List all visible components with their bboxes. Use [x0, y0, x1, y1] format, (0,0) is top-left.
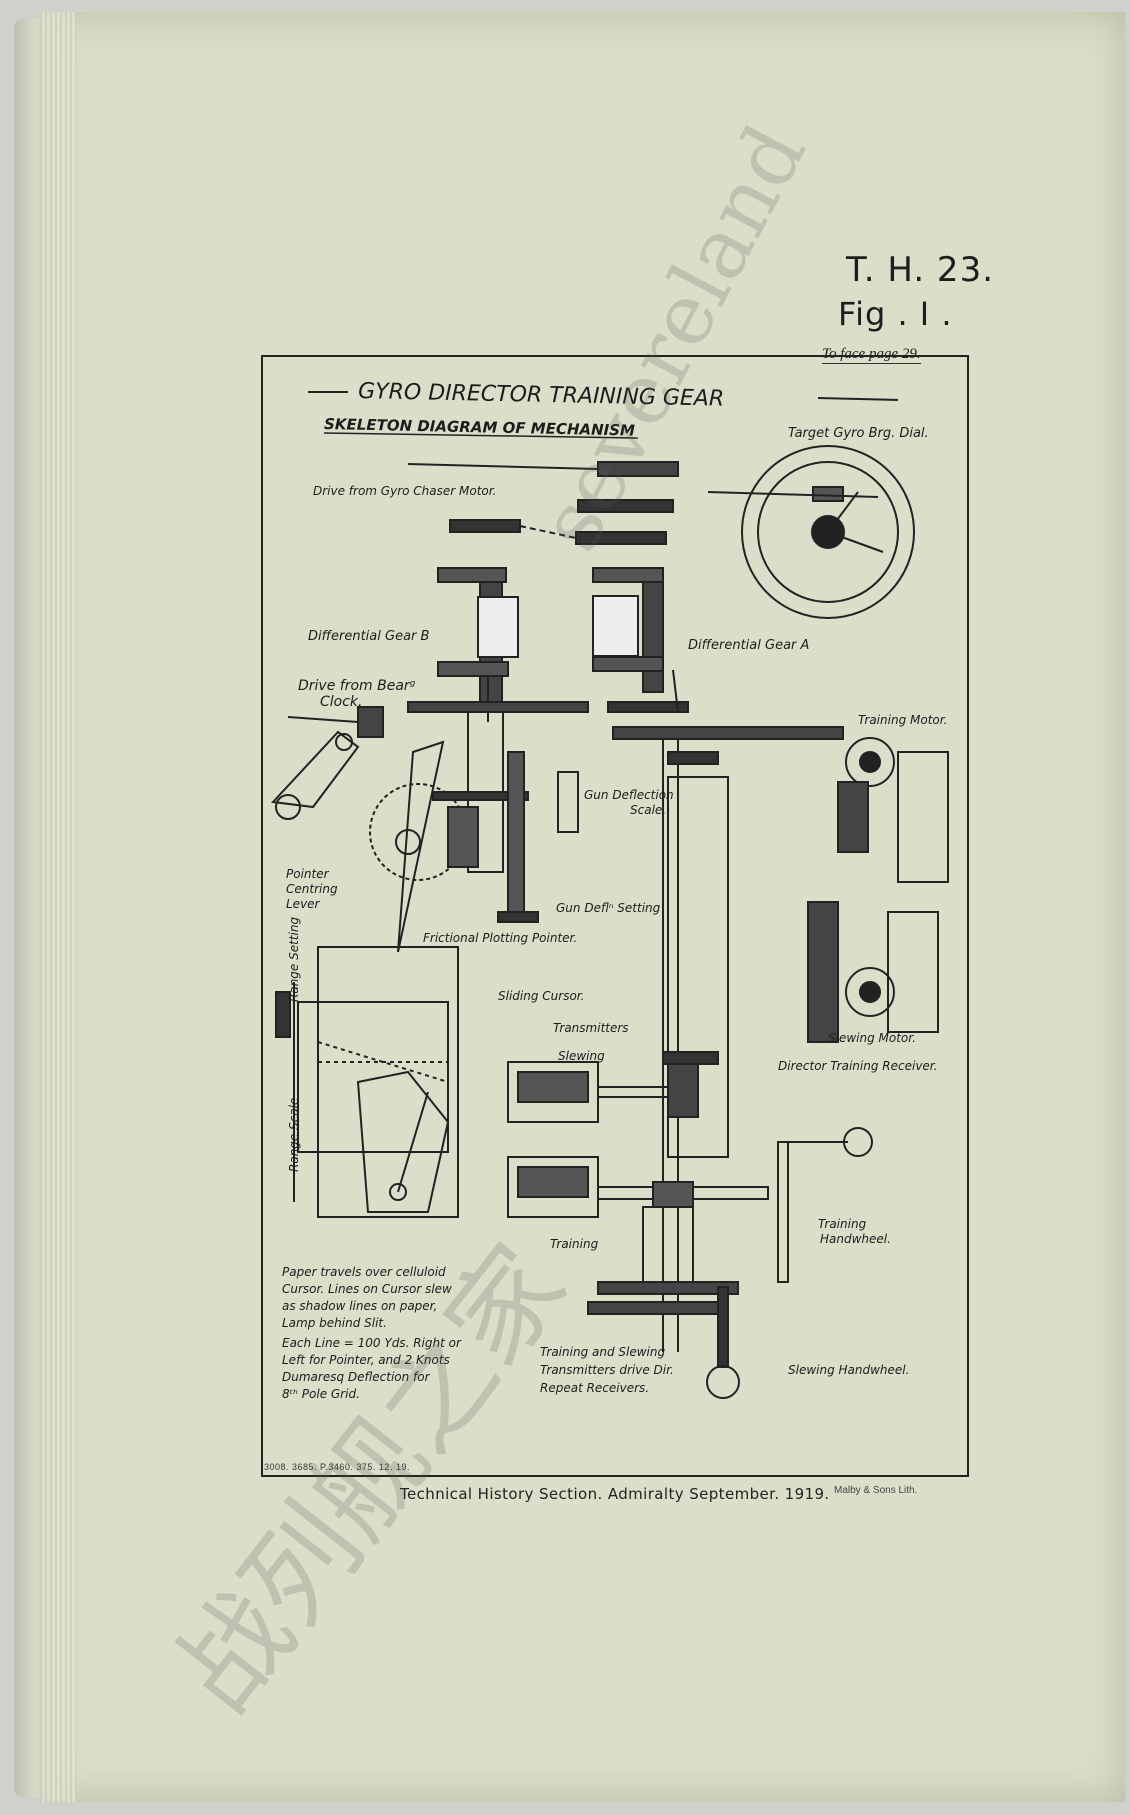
- gyro-drive-shafts: [407, 461, 679, 545]
- label-pointer-2: Centring: [286, 882, 338, 896]
- notes-line: Cursor. Lines on Cursor slew: [282, 1282, 452, 1296]
- differential-gear-a: [592, 567, 689, 713]
- label-diff-b: Differential Gear B: [308, 629, 430, 644]
- label-gun-defl-2: Scale.: [630, 803, 666, 817]
- page-edges: [40, 12, 76, 1802]
- notes-line: 8ᵗʰ Pole Grid.: [282, 1387, 360, 1401]
- diagram-title: GYRO DIRECTOR TRAINING GEAR: [358, 379, 725, 412]
- page: [40, 12, 1125, 1802]
- label-drive-bear-1: Drive from Bearᵍ: [298, 678, 416, 694]
- label-drive-gyro: Drive from Gyro Chaser Motor.: [313, 484, 496, 498]
- caption: Technical History Section. Admiralty Sep…: [400, 1485, 830, 1503]
- label-frictional: Frictional Plotting Pointer.: [423, 931, 577, 945]
- differential-gear-b: [407, 567, 589, 873]
- label-diff-a: Differential Gear A: [688, 638, 809, 653]
- label-training-motor: Training Motor.: [858, 713, 947, 727]
- label-range-scale: Range Scale: [287, 1098, 301, 1172]
- notes-line: Paper travels over celluloid: [282, 1265, 446, 1279]
- label-director-rec: Director Training Receiver.: [778, 1059, 937, 1073]
- label-slewing-hw: Slewing Handwheel.: [788, 1363, 909, 1377]
- transmit-note-line: Repeat Receivers.: [540, 1381, 649, 1395]
- transmitters-group: [507, 1051, 873, 1399]
- training-motor-group: [612, 726, 949, 1352]
- notes-line: Lamp behind Slit.: [282, 1316, 387, 1330]
- notes-line: as shadow lines on paper,: [282, 1299, 437, 1313]
- plotting-table: [275, 946, 459, 1218]
- label-training-hw-1: Training: [818, 1217, 867, 1231]
- label-range-setting: Range Setting: [287, 917, 301, 1002]
- label-target-dial: Target Gyro Brg. Dial.: [788, 426, 929, 441]
- bearing-clock-and-pointer: [270, 706, 579, 953]
- label-slewing-motor: Slewing Motor.: [828, 1031, 916, 1045]
- plate-code: T. H. 23.: [846, 250, 995, 290]
- label-gun-defl-setting: Gun Deflⁿ Setting: [556, 901, 661, 915]
- label-pointer-1: Pointer: [286, 867, 330, 881]
- transmit-note-line: Transmitters drive Dir.: [540, 1363, 674, 1377]
- face-page-note: To face page 29.: [822, 346, 921, 364]
- notes-line: Dumaresq Deflection for: [282, 1370, 431, 1384]
- label-gun-defl-1: Gun Deflection: [584, 788, 674, 802]
- label-training: Training: [550, 1237, 599, 1251]
- label-sliding: Sliding Cursor.: [498, 989, 584, 1003]
- label-pointer-3: Lever: [286, 897, 321, 911]
- notes-line: Left for Pointer, and 2 Knots: [282, 1353, 450, 1367]
- print-reference: 3008. 3685. P.3460. 375. 12. 19.: [264, 1462, 410, 1472]
- notes-line: Each Line = 100 Yds. Right or: [282, 1336, 462, 1350]
- label-slewing: Slewing: [558, 1049, 605, 1063]
- printer-credit: Malby & Sons Lith.: [834, 1485, 918, 1496]
- target-gyro-dial: [707, 445, 915, 619]
- label-training-hw-2: Handwheel.: [820, 1232, 891, 1246]
- transmit-note-line: Training and Slewing: [540, 1345, 665, 1359]
- figure-number: Fig . I .: [838, 295, 953, 333]
- diagram-frame: GYRO DIRECTOR TRAINING GEAR SKELETON DIA…: [261, 355, 969, 1477]
- label-transmitters: Transmitters: [553, 1021, 629, 1035]
- label-drive-bear-2: Clock.: [320, 694, 363, 710]
